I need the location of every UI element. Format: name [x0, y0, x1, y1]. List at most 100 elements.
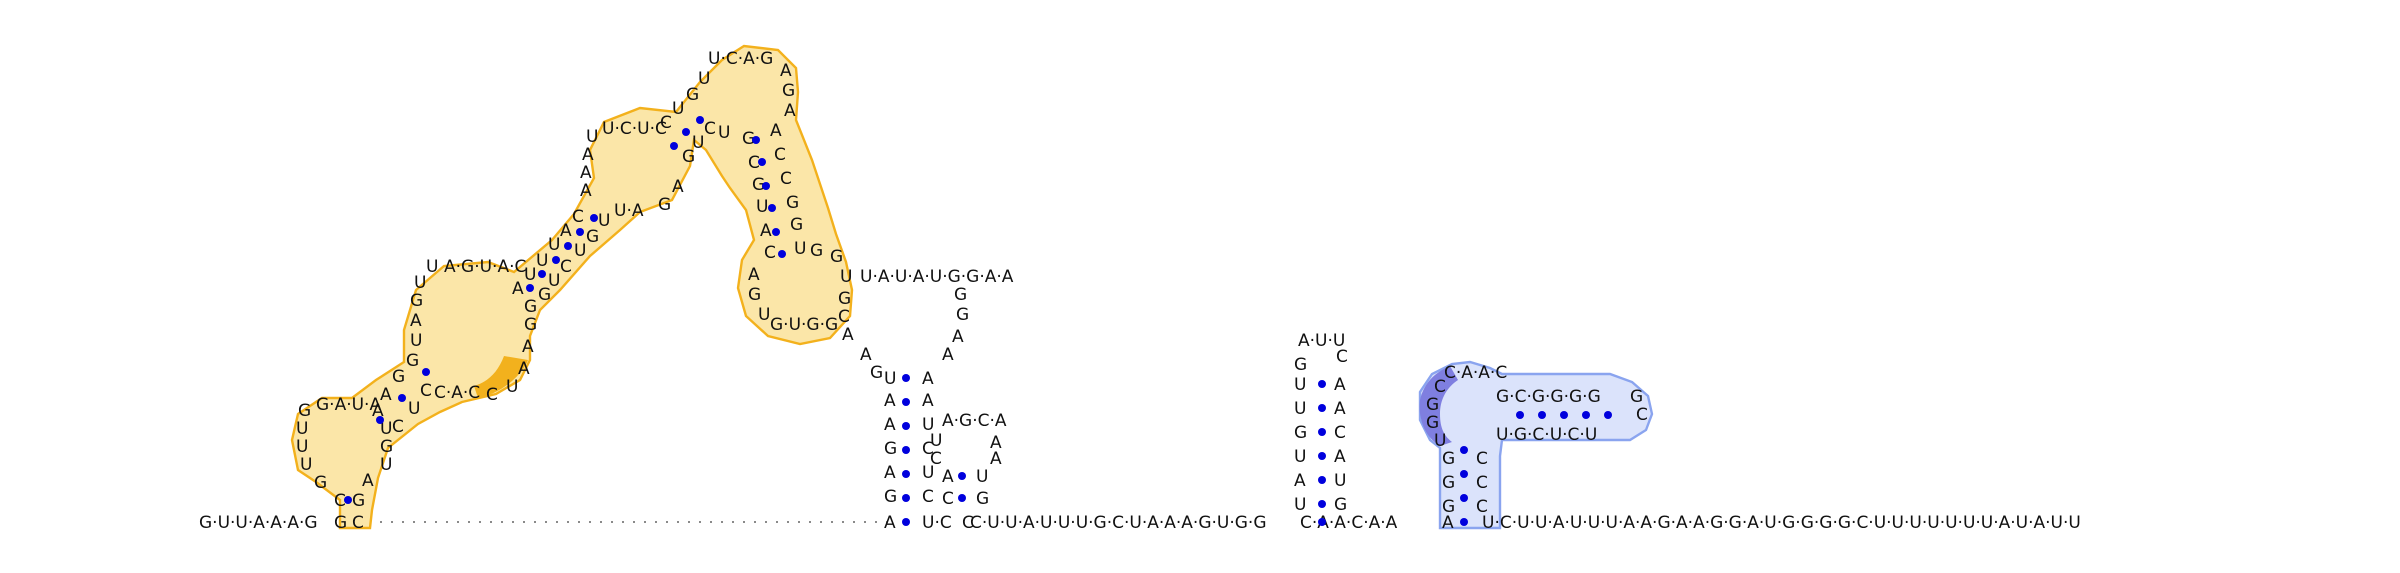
svg-text:G: G	[658, 195, 671, 215]
loop-hairpin-5: G·U·G·G	[770, 315, 838, 335]
svg-text:U: U	[506, 377, 518, 397]
svg-text:A: A	[410, 311, 422, 331]
svg-text:U: U	[536, 251, 548, 271]
svg-text:G: G	[1442, 473, 1455, 493]
svg-text:C: C	[780, 169, 792, 189]
baseline-cacaaa-sequence: C·A·A·C·A·A	[1300, 513, 1398, 533]
svg-text:G: G	[1442, 497, 1455, 517]
svg-text:C: C	[420, 381, 432, 401]
svg-text:C: C	[1336, 347, 1348, 367]
svg-text:C: C	[560, 257, 572, 277]
svg-text:G: G	[406, 351, 419, 371]
stem-5-exit: GC A	[838, 289, 854, 345]
svg-text:A: A	[1334, 375, 1346, 395]
svg-text:A: A	[780, 61, 792, 81]
svg-text:U: U	[718, 123, 730, 143]
svg-text:A: A	[1334, 447, 1346, 467]
svg-text:U: U	[380, 419, 392, 439]
svg-text:U: U	[692, 133, 704, 153]
svg-text:A: A	[522, 337, 534, 357]
hairpin-7-sides: UC AA	[930, 431, 1002, 469]
svg-text:C: C	[660, 113, 672, 133]
svg-text:C: C	[486, 385, 498, 405]
svg-text:G: G	[686, 85, 699, 105]
svg-text:G: G	[380, 437, 393, 457]
hairpin-5-loop: AG U	[748, 265, 770, 325]
multi-loop-6-right: GG AA AG	[860, 285, 969, 383]
svg-text:G: G	[352, 491, 365, 511]
loop-hairpin-1: G·A·U·A	[316, 395, 381, 415]
svg-text:U: U	[672, 99, 684, 119]
svg-text:U: U	[1294, 399, 1306, 419]
svg-text:A: A	[560, 221, 572, 241]
stem-10-bottom-strand: U·G·C·U·C·U	[1496, 425, 1597, 445]
stem-10-top-strand: G·C·G·G·G·G	[1496, 387, 1601, 407]
svg-text:A: A	[990, 449, 1002, 469]
svg-text:U: U	[930, 431, 942, 451]
svg-text:C: C	[930, 449, 942, 469]
svg-text:A: A	[770, 121, 782, 141]
svg-text:C: C	[1334, 423, 1346, 443]
svg-text:G: G	[748, 285, 761, 305]
svg-text:G: G	[586, 227, 599, 247]
svg-text:A: A	[1334, 399, 1346, 419]
svg-text:G: G	[538, 285, 551, 305]
svg-text:A: A	[922, 391, 934, 411]
svg-text:U: U	[1294, 375, 1306, 395]
svg-text:A: A	[942, 345, 954, 365]
baseline-left-sequence: G·U·U·A·A·A·G	[199, 513, 318, 533]
svg-text:G: G	[1426, 413, 1439, 433]
loop-hairpin-8: A·U·U	[1298, 331, 1345, 351]
svg-text:U: U	[410, 331, 422, 351]
svg-text:G: G	[298, 401, 311, 421]
svg-text:U: U	[574, 241, 586, 261]
svg-text:U: U	[598, 211, 610, 231]
svg-text:U: U	[756, 197, 768, 217]
svg-text:C: C	[838, 307, 850, 327]
svg-text:A: A	[380, 385, 392, 405]
loop-hairpin-4: U·C·A·G	[708, 49, 773, 69]
svg-text:A: A	[884, 391, 896, 411]
svg-text:A: A	[362, 471, 374, 491]
svg-text:U: U	[1334, 471, 1346, 491]
svg-text:G: G	[742, 129, 755, 149]
svg-text:C: C	[962, 513, 974, 533]
svg-text:U: U	[426, 257, 438, 277]
svg-text:G: G	[524, 297, 537, 317]
svg-text:U: U	[548, 235, 560, 255]
svg-text:A: A	[1442, 513, 1454, 533]
svg-text:U: U	[1294, 495, 1306, 515]
interior-loop-3: AA AU	[580, 127, 598, 201]
svg-text:G: G	[838, 289, 851, 309]
svg-text:G: G	[810, 241, 823, 261]
svg-text:A: A	[922, 369, 934, 389]
svg-text:A: A	[784, 101, 796, 121]
svg-text:G: G	[314, 473, 327, 493]
svg-text:A: A	[372, 401, 384, 421]
svg-text:C: C	[1476, 473, 1488, 493]
svg-text:A: A	[748, 265, 760, 285]
svg-text:A: A	[842, 325, 854, 345]
svg-text:U: U	[300, 455, 312, 475]
svg-text:A: A	[990, 433, 1002, 453]
svg-text:C: C	[1476, 497, 1488, 517]
loop-9-left: CG GU	[1426, 377, 1446, 451]
stem-4: CG UU GC UU	[660, 69, 730, 167]
svg-text:C: C	[922, 439, 934, 459]
loop-9-top: C·A·A·C	[1444, 363, 1507, 383]
svg-text:C: C	[922, 487, 934, 507]
svg-text:G: G	[392, 367, 405, 387]
hairpin-4-right: AG A	[780, 61, 796, 121]
svg-text:U·A: U·A	[614, 201, 644, 221]
hairpin-10-cap: GC	[1630, 387, 1648, 425]
svg-text:G: G	[524, 315, 537, 335]
svg-text:U: U	[524, 265, 536, 285]
svg-text:G: G	[830, 247, 843, 267]
